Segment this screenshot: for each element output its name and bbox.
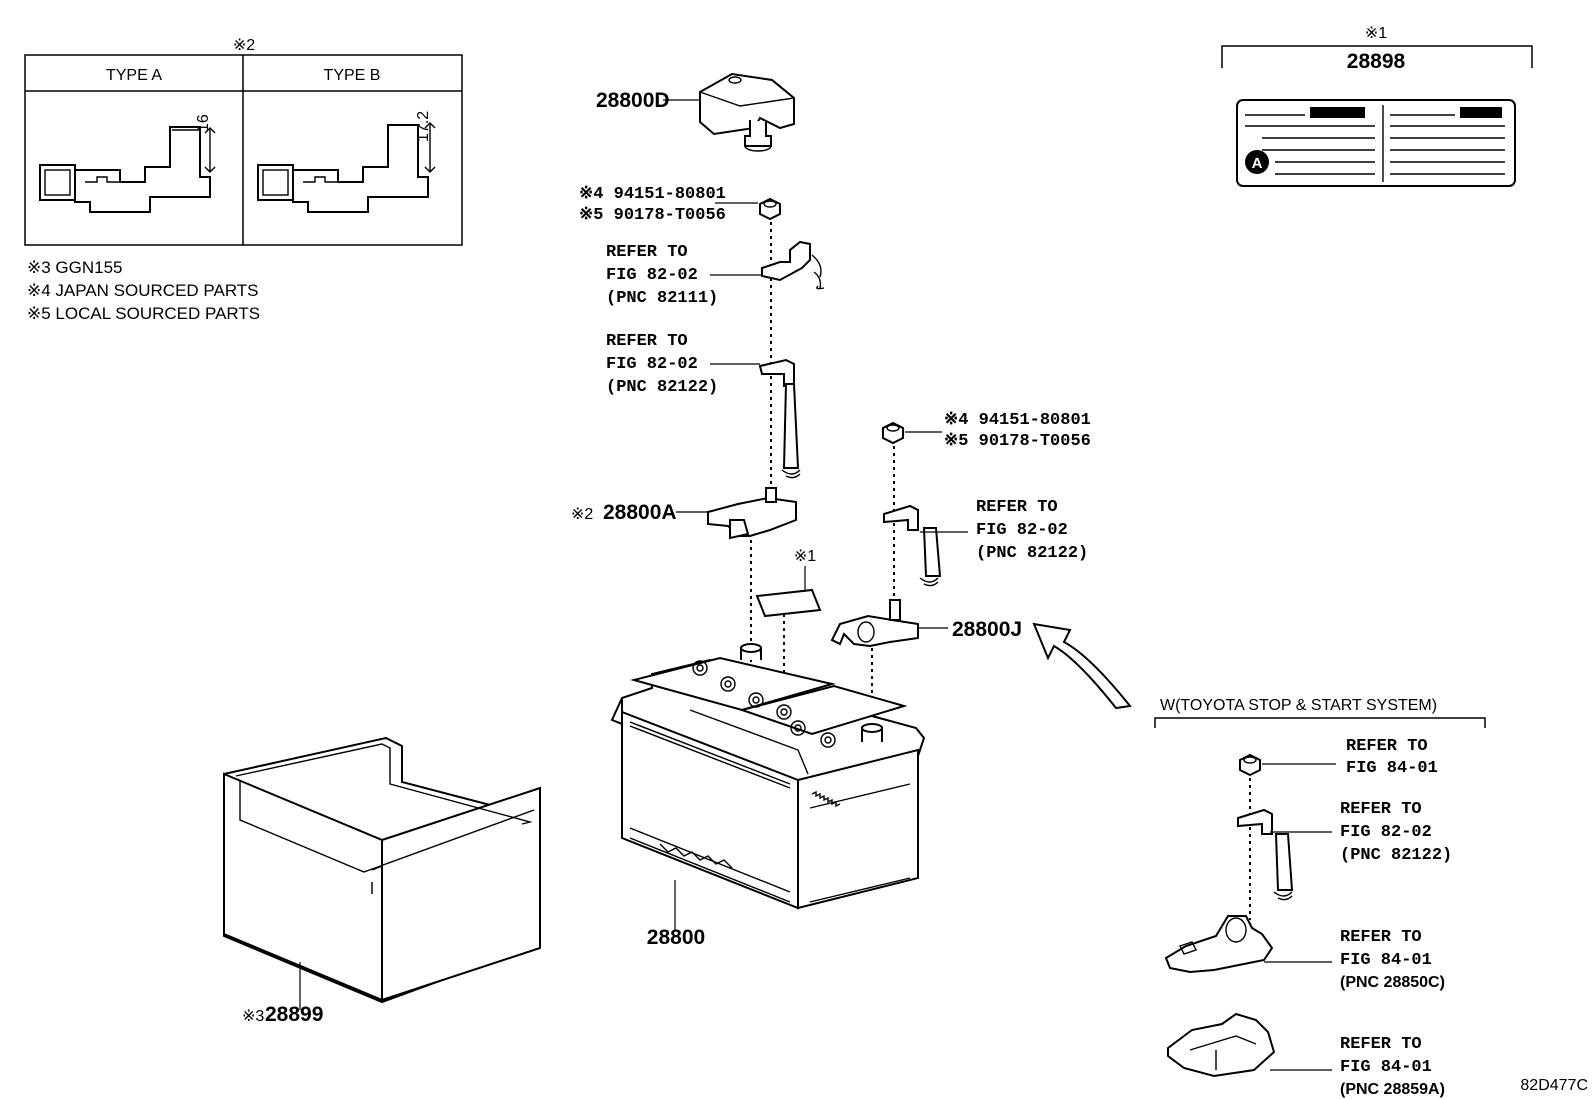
ss-ref-b-line1: REFER TO	[1340, 800, 1422, 819]
positive-terminal-28800A: ※2 28800A	[571, 487, 797, 540]
stop-start-title: W(TOYOTA STOP & START SYSTEM)	[1160, 697, 1437, 714]
ref3-line1: REFER TO	[976, 498, 1058, 517]
ref2-line2: FIG 82-02	[606, 355, 698, 374]
type-a-terminal-sketch: 16	[39, 114, 216, 213]
battery-28800: 28800	[610, 643, 926, 949]
ss-ref-c-line1: REFER TO	[1340, 928, 1422, 947]
type-a-label: TYPE A	[106, 67, 162, 84]
label-mark: ※1	[794, 548, 816, 565]
note-4: ※4 JAPAN SOURCED PARTS	[27, 281, 259, 300]
ss-ref-a-line2: FIG 84-01	[1346, 759, 1438, 778]
notes-list: ※3 GGN155 ※4 JAPAN SOURCED PARTS ※5 LOCA…	[27, 258, 260, 323]
view-arrow	[1032, 622, 1132, 710]
stop-start-inset: W(TOYOTA STOP & START SYSTEM) REFER TO F…	[1154, 697, 1486, 1098]
nut-right: ※4 94151-80801 ※5 90178-T0056	[882, 411, 1091, 451]
terminal-type-inset: ※2 TYPE A TYPE B 16 17.2	[24, 37, 463, 246]
type-b-label: TYPE B	[324, 67, 381, 84]
cable-terminal-1: REFER TO FIG 82-02 (PNC 82111)	[606, 240, 825, 308]
tray-prefix: ※3	[242, 1008, 264, 1025]
type-a-dimension: 16	[195, 114, 212, 132]
nut-top: ※4 94151-80801 ※5 90178-T0056	[579, 185, 781, 225]
ref1-line2: FIG 82-02	[606, 266, 698, 285]
battery-part-no: 28800	[647, 926, 705, 949]
ss-ref-c-line2: FIG 84-01	[1340, 951, 1432, 970]
inset-note: ※2	[233, 37, 255, 54]
ref2-line1: REFER TO	[606, 332, 688, 351]
nut-right-label-1: ※4 94151-80801	[944, 411, 1091, 430]
terminal-neg-part-no: 28800J	[952, 618, 1022, 641]
ref1-line3: (PNC 82111)	[606, 289, 718, 308]
ref1-line1: REFER TO	[606, 243, 688, 262]
figure-id: 82D477C	[1520, 1077, 1588, 1094]
ref3-line2: FIG 82-02	[976, 521, 1068, 540]
ss-ref-d-line2: FIG 84-01	[1340, 1058, 1432, 1077]
battery-tray-28899: ※3 28899	[223, 736, 541, 1026]
cable-terminal-3: REFER TO FIG 82-02 (PNC 82122)	[883, 498, 1088, 587]
negative-terminal-28800J: 28800J	[830, 599, 1022, 648]
label-panel-note: ※1	[1365, 25, 1387, 42]
nut-right-label-2: ※5 90178-T0056	[944, 432, 1091, 451]
ss-ref-b-line2: FIG 82-02	[1340, 823, 1432, 842]
ss-ref-d-line3: (PNC 28859A)	[1340, 1081, 1445, 1098]
ref3-line3: (PNC 82122)	[976, 544, 1088, 563]
terminal-pos-prefix: ※2	[571, 506, 593, 523]
ss-ref-a-line1: REFER TO	[1346, 737, 1428, 756]
caution-label-panel: ※1 28898 A	[1221, 25, 1533, 187]
cable-terminal-2: REFER TO FIG 82-02 (PNC 82122)	[606, 332, 801, 479]
caution-label	[1236, 99, 1516, 187]
ss-ref-c-line3: (PNC 28850C)	[1340, 974, 1445, 991]
note-5: ※5 LOCAL SOURCED PARTS	[27, 304, 260, 323]
type-b-dimension: 17.2	[415, 111, 432, 142]
type-b-terminal-sketch: 17.2	[257, 111, 436, 213]
nut-top-label-1: ※4 94151-80801	[579, 185, 726, 204]
battery-label-mark: ※1	[755, 548, 822, 700]
nut-top-label-2: ※5 90178-T0056	[579, 206, 726, 225]
ref2-line3: (PNC 82122)	[606, 378, 718, 397]
label-panel-part-no: 28898	[1347, 50, 1406, 73]
label-badge: A	[1252, 155, 1263, 172]
ss-ref-d-line1: REFER TO	[1340, 1035, 1422, 1054]
terminal-cover-28800D: 28800D	[596, 72, 795, 152]
cover-part-no: 28800D	[596, 89, 670, 112]
tray-part-no: 28899	[265, 1003, 323, 1026]
terminal-pos-part-no: 28800A	[603, 501, 677, 524]
label-badge-circle	[1245, 150, 1269, 174]
ss-ref-b-line3: (PNC 82122)	[1340, 846, 1452, 865]
note-3: ※3 GGN155	[27, 258, 123, 277]
